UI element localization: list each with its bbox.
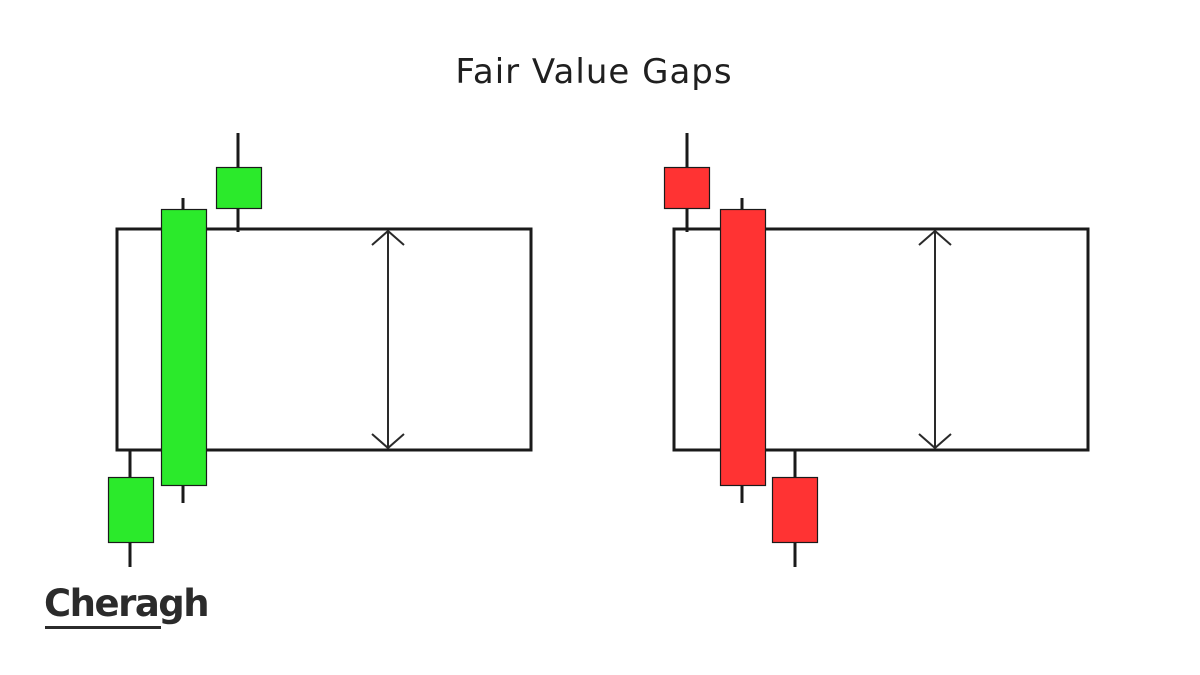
bullish-fvg-panel	[107, 133, 533, 567]
diagram-title: Fair Value Gaps	[455, 52, 733, 92]
bullish-candle-3	[215, 133, 263, 232]
bearish-candle-3-body	[771, 476, 819, 544]
bullish-candle-2	[160, 198, 208, 503]
cheragh-logo: Cheragh	[44, 582, 224, 638]
bearish-gap-arrow	[918, 229, 952, 450]
bullish-candle-3-body	[215, 166, 263, 210]
bullish-candle-1-body	[107, 476, 155, 544]
logo-underline	[45, 626, 161, 629]
logo-text: Cheragh	[44, 582, 210, 625]
bearish-candle-2-body	[719, 208, 767, 487]
bullish-fvg-zone	[115, 227, 533, 452]
bearish-candle-1	[663, 133, 711, 232]
bearish-candle-1-body	[663, 166, 711, 210]
bullish-gap-arrow	[371, 229, 405, 450]
bearish-fvg-zone	[672, 227, 1090, 452]
bullish-candle-1	[107, 451, 155, 567]
bearish-candle-2	[719, 198, 767, 503]
bullish-candle-2-body	[160, 208, 208, 487]
bearish-fvg-panel	[663, 133, 1090, 567]
bearish-candle-3	[771, 451, 819, 567]
